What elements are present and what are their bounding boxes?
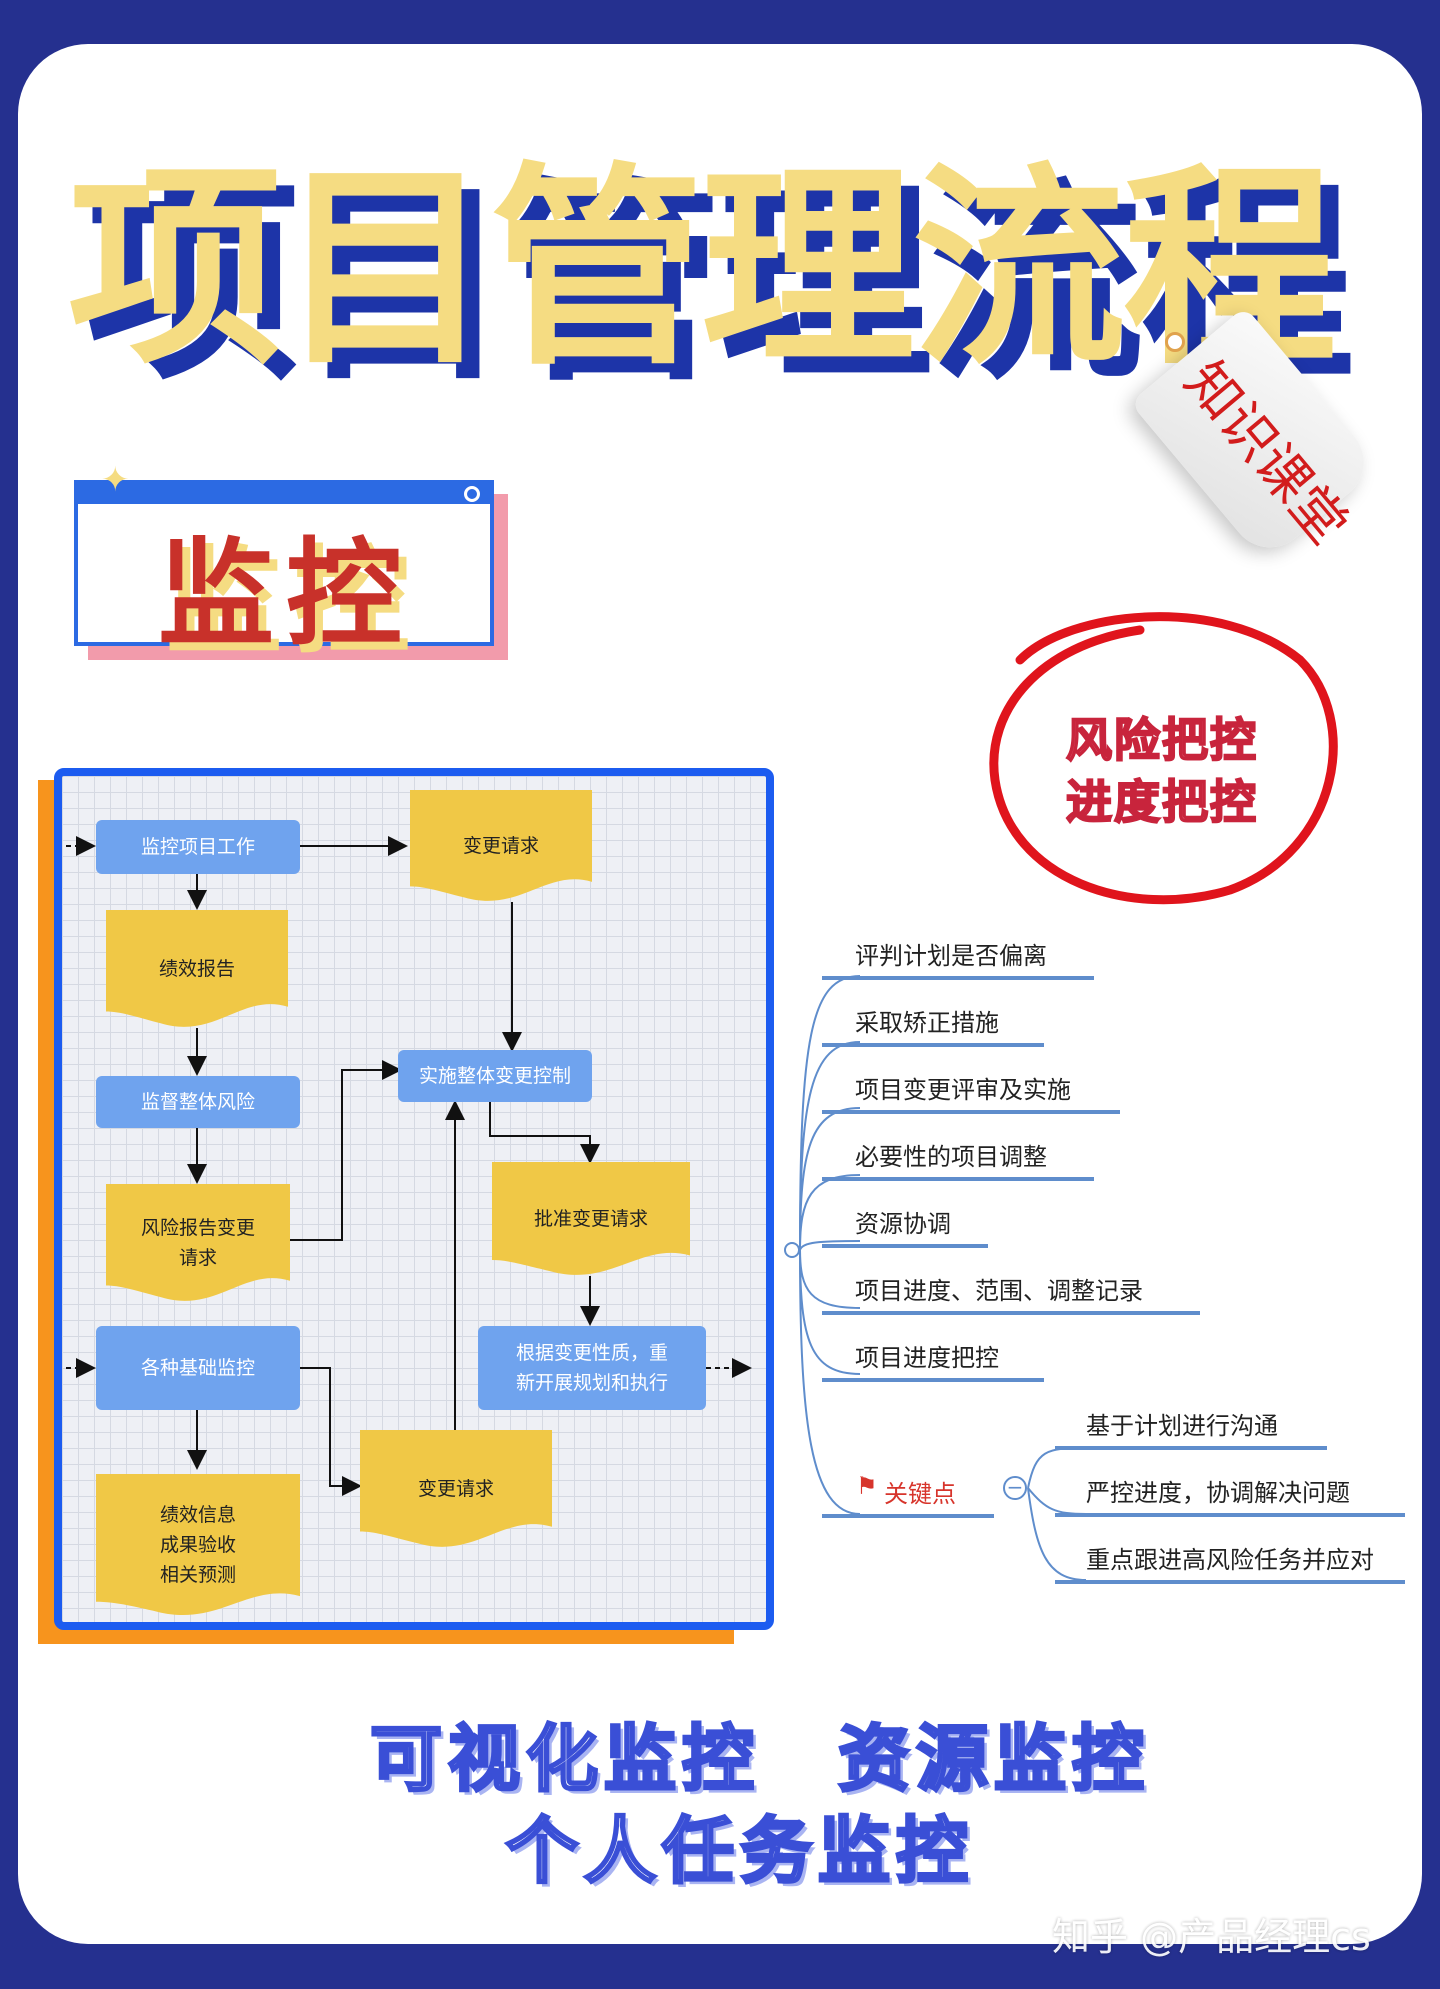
risk-control-text: 风险把控 xyxy=(1065,712,1258,768)
node-change-request-top: 变更请求 xyxy=(410,790,592,902)
node-performance-report: 绩效报告 xyxy=(106,910,288,1028)
title-shadow: 项目管理流程 xyxy=(86,161,1355,410)
bottom-line-2: 个人任务监控 xyxy=(504,1808,975,1895)
mindmap-item-4: 必要性的项目调整 xyxy=(855,1143,1047,1171)
mindmap-underline xyxy=(822,1514,994,1518)
collapse-icon[interactable]: − xyxy=(1003,1476,1027,1500)
node-approve-change-request: 批准变更请求 xyxy=(492,1162,690,1276)
node-monitor-project-work: 监控项目工作 xyxy=(96,820,300,874)
mindmap-item-6: 项目进度、范围、调整记录 xyxy=(855,1277,1143,1305)
node-performance-info: 绩效信息成果验收相关预测 xyxy=(96,1474,300,1616)
node-basic-monitoring: 各种基础监控 xyxy=(96,1326,300,1410)
mindmap-underline xyxy=(822,1378,1044,1382)
tag-hole-icon xyxy=(1165,332,1185,352)
watermark: 知乎 @产品经理cs xyxy=(1052,1915,1371,1959)
node-integrated-change-control: 实施整体变更控制 xyxy=(398,1050,592,1102)
section-title-shadow: 监控 xyxy=(166,535,422,670)
key-flag-icon: ⚑ xyxy=(856,1472,878,1500)
mindmap-underline xyxy=(822,1110,1120,1114)
mindmap-item-7: 项目进度把控 xyxy=(855,1344,999,1372)
sparkle-icon: ✦ xyxy=(101,460,130,500)
red-circle-icon xyxy=(989,612,1338,905)
mindmap-item-5: 资源协调 xyxy=(855,1210,951,1238)
mindmap-underline xyxy=(1055,1446,1327,1450)
mindmap-underline xyxy=(822,1244,988,1248)
bottom-line-1: 可视化监控 资源监控 xyxy=(368,1716,1151,1803)
page-title: 项目管理流程 xyxy=(68,145,1337,394)
mindmap-underline xyxy=(822,1311,1200,1315)
key-item-1: 基于计划进行沟通 xyxy=(1086,1412,1278,1440)
node-replan-execute: 根据变更性质，重新开展规划和执行 xyxy=(478,1326,706,1410)
progress-control-text: 进度把控 xyxy=(1065,774,1258,830)
key-item-2: 严控进度，协调解决问题 xyxy=(1086,1479,1350,1507)
section-title: 监控 xyxy=(158,527,414,662)
window-dot-icon xyxy=(464,486,480,502)
mindmap-item-1: 评判计划是否偏离 xyxy=(855,942,1047,970)
mindmap-underline xyxy=(822,1177,1094,1181)
mindmap-underline xyxy=(1055,1580,1405,1584)
title-block: 项目管理流程 项目管理流程 xyxy=(0,145,1440,406)
mindmap-underline xyxy=(1055,1513,1405,1517)
node-risk-report-change: 风险报告变更请求 xyxy=(106,1184,290,1302)
section-label-box xyxy=(74,480,494,646)
mindmap-underline xyxy=(822,1043,1044,1047)
node-monitor-overall-risk: 监督整体风险 xyxy=(96,1076,300,1128)
mindmap-underline xyxy=(822,976,1094,980)
mindmap-item-3: 项目变更评审及实施 xyxy=(855,1076,1071,1104)
mindmap-item-2: 采取矫正措施 xyxy=(855,1009,999,1037)
node-change-request-bottom: 变更请求 xyxy=(360,1430,552,1548)
key-item-3: 重点跟进高风险任务并应对 xyxy=(1086,1546,1374,1574)
key-points-label: 关键点 xyxy=(884,1480,956,1508)
